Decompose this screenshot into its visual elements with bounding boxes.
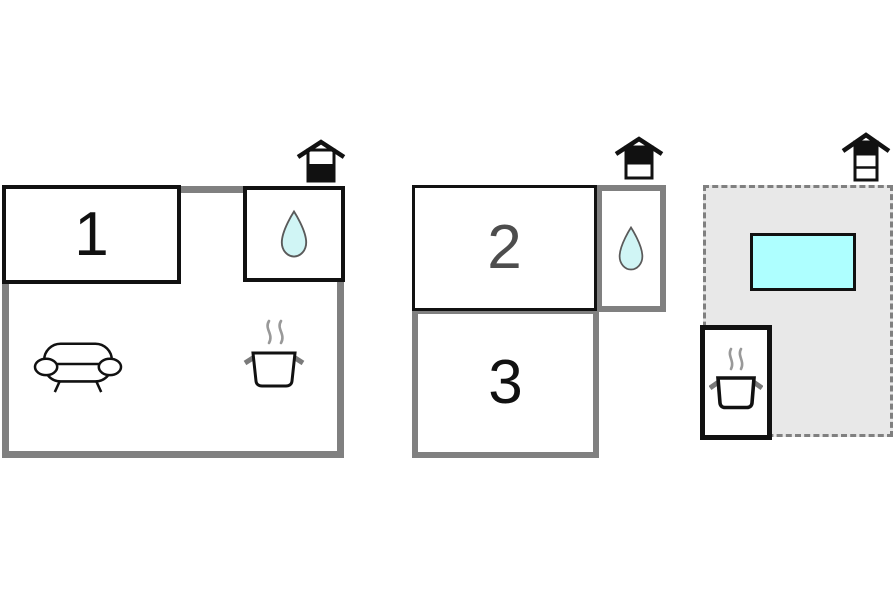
room-1: 1 [2, 185, 181, 284]
chimney-icon [614, 135, 664, 181]
room-3-label: 3 [488, 348, 523, 417]
chimney-icon [841, 131, 891, 183]
water-drop-icon [618, 225, 644, 271]
bathroom-left [243, 186, 345, 282]
chimney-icon [296, 139, 346, 183]
sofa-icon [33, 336, 123, 394]
outdoor-kitchen [700, 325, 772, 440]
cooking-pot-icon [243, 318, 305, 398]
water-drop-icon [280, 209, 308, 258]
bathroom-middle [596, 185, 666, 312]
room-2-label: 2 [487, 213, 522, 282]
cooking-pot-icon [709, 347, 763, 409]
room-3: 3 [412, 308, 599, 458]
pool [750, 233, 856, 291]
room-2: 2 [412, 185, 597, 311]
room-1-label: 1 [74, 199, 109, 269]
